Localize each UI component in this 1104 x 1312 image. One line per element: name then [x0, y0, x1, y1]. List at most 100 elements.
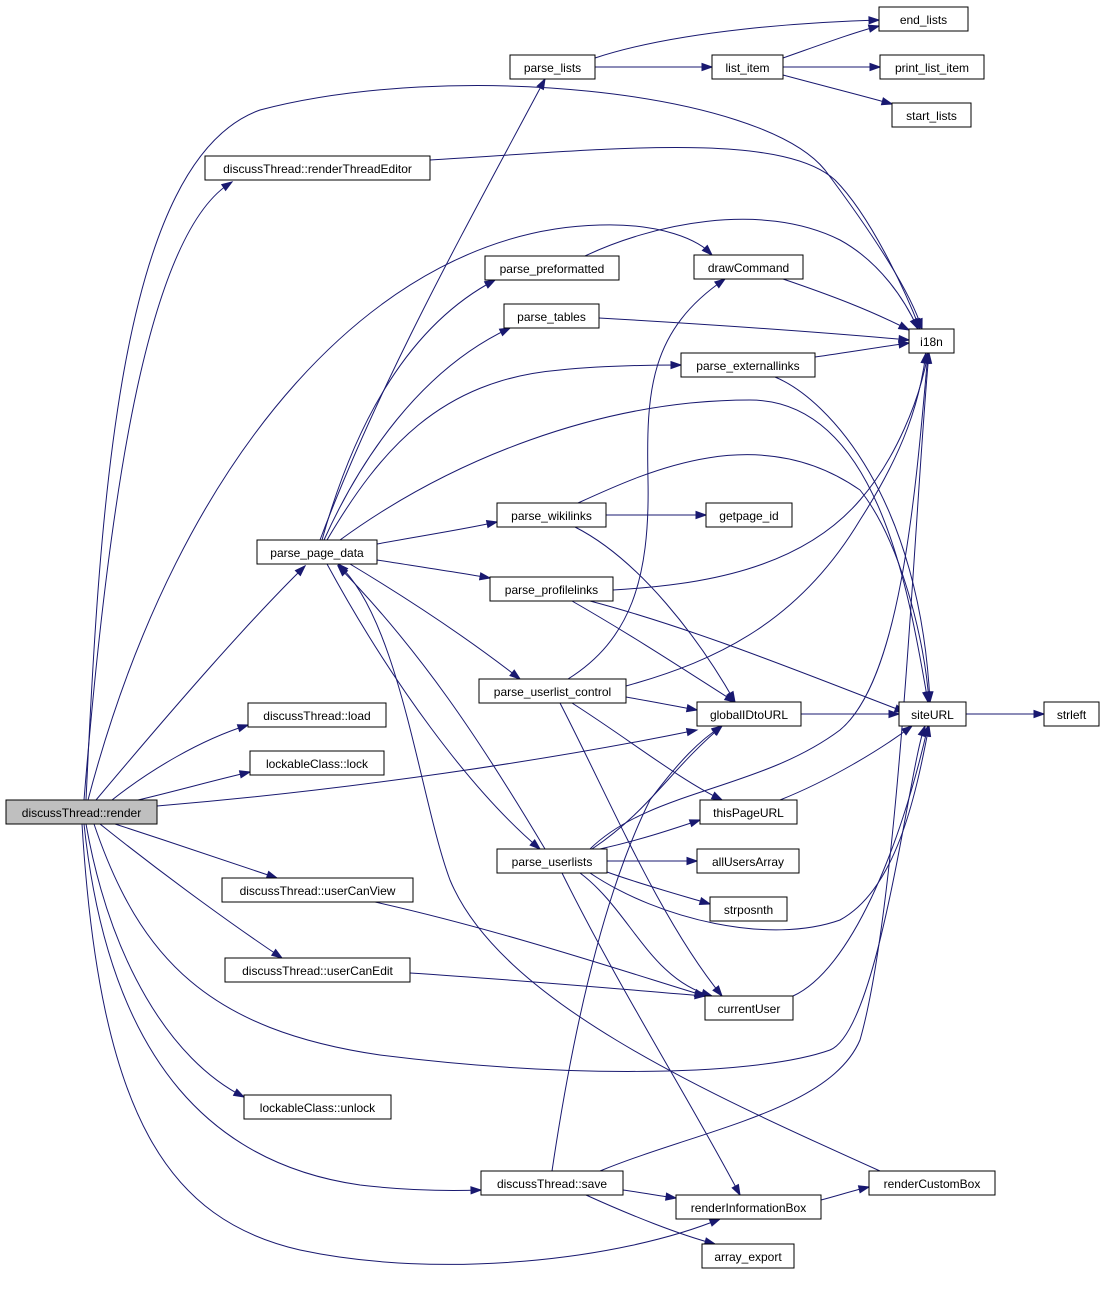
edge-parse_page_data-to-parse_userlists	[326, 563, 542, 850]
edge-parse_lists-to-end_lists	[594, 16, 881, 59]
node-box	[878, 6, 969, 32]
node-box	[699, 799, 798, 825]
arrowhead	[498, 327, 512, 337]
node-thispageurl[interactable]: thisPageURL	[699, 799, 798, 825]
node-parse-userlists[interactable]: parse_userlists	[496, 848, 608, 874]
edge-parse_page_data-to-siteURL	[339, 399, 931, 704]
edge-userCanEdit-to-currentUser	[409, 972, 707, 1000]
node-drawcommand[interactable]: drawCommand	[693, 254, 804, 280]
node-box	[509, 54, 596, 80]
arrowhead	[921, 724, 930, 738]
arrowhead	[470, 1186, 483, 1195]
node-usercanedit[interactable]: discussThread::userCanEdit	[224, 957, 411, 983]
arrowhead	[665, 1192, 678, 1201]
node-getpage-id[interactable]: getpage_id	[705, 502, 793, 528]
edge-parse_userlists-to-globalIDtoURL	[591, 725, 724, 850]
node-currentuser[interactable]: currentUser	[704, 995, 794, 1021]
node-parse-tables[interactable]: parse_tables	[503, 303, 600, 329]
node-parse-preformatted[interactable]: parse_preformatted	[484, 255, 620, 281]
call-edges	[81, 16, 1046, 1265]
node-lock[interactable]: lockableClass::lock	[249, 750, 385, 776]
edge-save-to-globalIDtoURL	[551, 725, 724, 1172]
arrowhead	[265, 870, 279, 879]
node-box	[496, 848, 608, 874]
node-label: discussThread::save	[497, 1177, 607, 1191]
edge-parse_userlists-to-thisPageURL	[599, 819, 702, 850]
node-label: parse_userlists	[512, 855, 593, 869]
arrowhead	[723, 692, 737, 703]
node-label: siteURL	[911, 708, 954, 722]
edge-parse_page_data-to-parse_lists	[319, 77, 546, 541]
node-label: parse_page_data	[270, 546, 364, 560]
arrowhead	[695, 510, 708, 520]
edge-parse_lists-to-list_item	[595, 62, 714, 72]
node-i18n[interactable]: i18n	[908, 328, 955, 354]
node-render[interactable]: discussThread::render	[5, 799, 158, 825]
edge-parse_page_data-to-parse_tables	[323, 327, 512, 541]
arrowhead	[867, 24, 881, 33]
edge-parse_userlists-to-strposnth	[606, 871, 712, 906]
node-box	[243, 1094, 392, 1120]
node-load[interactable]: discussThread::load	[247, 702, 387, 728]
node-array-export[interactable]: array_export	[701, 1243, 795, 1269]
node-label: parse_userlist_control	[494, 685, 611, 699]
arrowhead	[485, 520, 499, 529]
node-list-item[interactable]: list_item	[711, 54, 784, 80]
node-parse-wikilinks[interactable]: parse_wikilinks	[496, 502, 607, 528]
node-end-lists[interactable]: end_lists	[878, 6, 969, 32]
node-box	[496, 502, 607, 528]
node-save[interactable]: discussThread::save	[480, 1170, 624, 1196]
edge-globalIDtoURL-to-siteURL	[801, 709, 901, 719]
node-label: globalIDtoURL	[710, 708, 788, 722]
node-strposnth[interactable]: strposnth	[709, 896, 788, 922]
node-start-lists[interactable]: start_lists	[891, 102, 972, 128]
edge-parse_wikilinks-to-globalIDtoURL	[574, 526, 736, 704]
node-parse-page-data[interactable]: parse_page_data	[256, 539, 378, 565]
node-label: i18n	[920, 335, 943, 349]
node-parse-lists[interactable]: parse_lists	[509, 54, 596, 80]
edge-parse_userlists-to-allUsersArray	[607, 856, 699, 866]
node-parse-userlist-control[interactable]: parse_userlist_control	[478, 678, 627, 704]
edge-drawCommand-to-i18n	[782, 278, 911, 331]
arrowhead	[478, 572, 492, 581]
edge-renderCustomBox-to-parse_page_data	[336, 562, 881, 1172]
edge-parse_userlist_control-to-currentUser	[559, 702, 723, 998]
node-box	[224, 957, 411, 983]
edge-render-to-load	[111, 724, 250, 801]
edge-parse_tables-to-i18n	[598, 317, 911, 344]
node-box	[1043, 701, 1100, 727]
arrowhead	[712, 985, 723, 998]
node-renderinformationbox[interactable]: renderInformationBox	[675, 1194, 822, 1220]
node-parse-externallinks[interactable]: parse_externallinks	[680, 352, 816, 378]
node-parse-profilelinks[interactable]: parse_profilelinks	[489, 576, 614, 602]
arrowhead	[509, 669, 522, 680]
node-strleft[interactable]: strleft	[1043, 701, 1100, 727]
edge-save-to-i18n	[599, 351, 933, 1172]
arrowhead	[294, 564, 307, 577]
arrowhead	[685, 703, 699, 713]
arrowhead	[701, 244, 714, 257]
call-nodes: discussThread::render discussThread::rend…	[5, 6, 1100, 1269]
node-usercanview[interactable]: discussThread::userCanView	[221, 877, 414, 903]
node-label: renderCustomBox	[884, 1177, 981, 1191]
node-box	[701, 1243, 795, 1269]
node-print-list-item[interactable]: print_list_item	[879, 54, 985, 80]
node-siteurl[interactable]: siteURL	[898, 701, 967, 727]
node-label: parse_tables	[517, 310, 586, 324]
arrowhead	[901, 725, 914, 736]
node-label: discussThread::render	[22, 806, 141, 820]
arrowhead	[670, 360, 683, 370]
node-renderthreadeditor[interactable]: discussThread::renderThreadEditor	[204, 155, 431, 181]
node-allusersarray[interactable]: allUsersArray	[696, 848, 800, 874]
node-globalidtourl[interactable]: globalIDtoURL	[696, 701, 802, 727]
edge-render-to-unlock	[85, 823, 246, 1098]
edge-parse_profilelinks-to-globalIDtoURL	[571, 600, 737, 703]
node-box	[696, 848, 800, 874]
node-unlock[interactable]: lockableClass::unlock	[243, 1094, 392, 1120]
arrowhead	[880, 97, 894, 106]
arrowhead	[270, 948, 284, 959]
arrowhead	[698, 896, 712, 906]
edge-render-to-renderThreadEditor	[83, 181, 234, 801]
node-rendercustombox[interactable]: renderCustomBox	[868, 1170, 996, 1196]
arrowhead	[898, 334, 911, 344]
